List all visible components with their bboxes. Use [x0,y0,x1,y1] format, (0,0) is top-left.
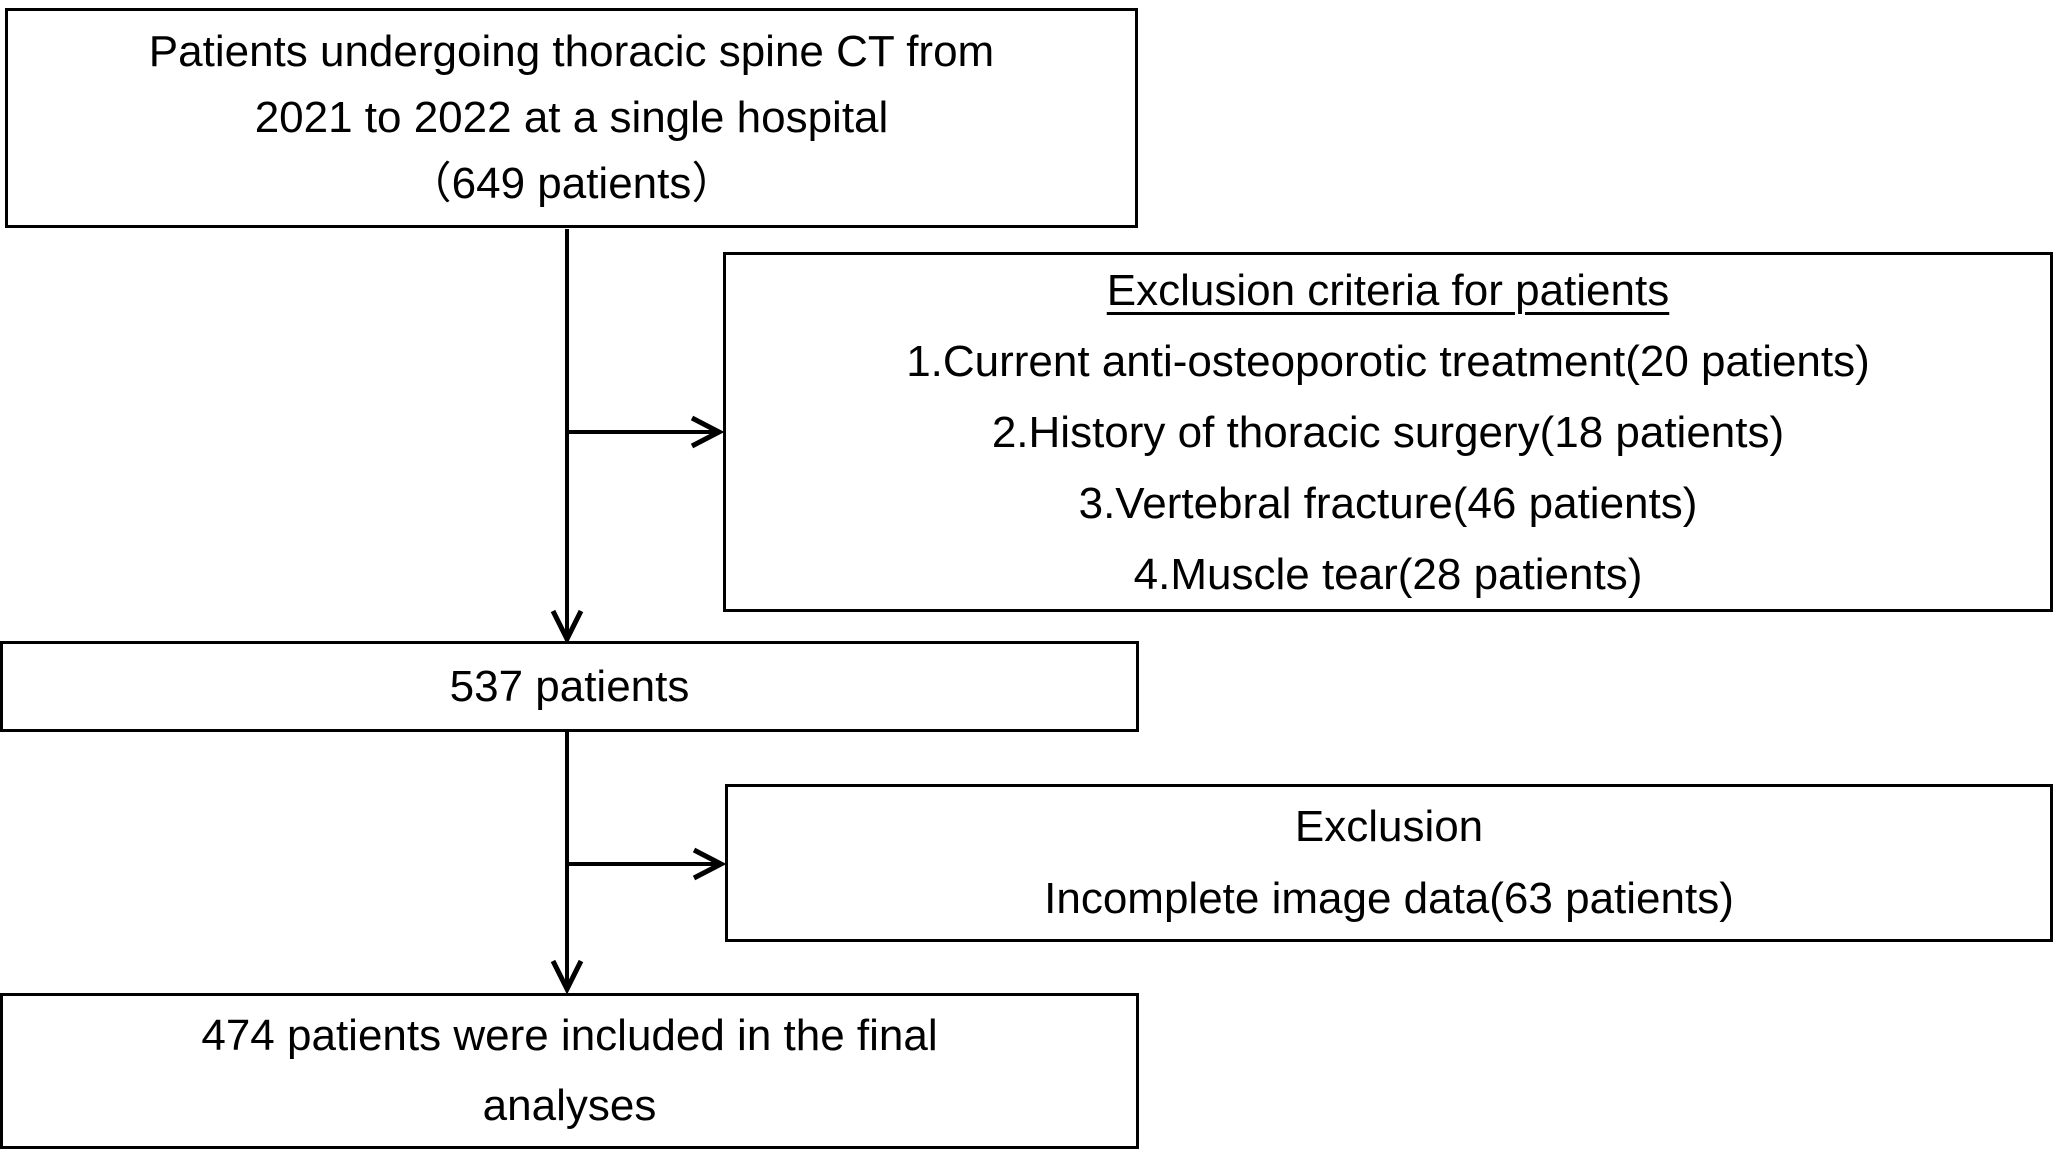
arrow-down-to-537-box [550,229,584,645]
exclusion-criteria-box: Exclusion criteria for patients 1.Curren… [723,252,2053,612]
arrow-right-to-exclusion-incomplete-box [567,847,727,881]
initial-cohort-box: Patients undergoing thoracic spine CT fr… [5,8,1138,228]
initial-cohort-line: Patients undergoing thoracic spine CT fr… [148,27,995,76]
exclusion-criteria-item: 1.Current anti-osteoporotic treatment(20… [906,336,1870,386]
initial-cohort-count: （649 patients） [407,159,736,208]
arrow-right-to-exclusion-criteria-box [567,415,725,449]
interim-count-box: 537 patients [0,641,1139,732]
exclusion-criteria-item: 4.Muscle tear(28 patients) [1133,549,1643,599]
final-analysis-line: analyses [482,1081,657,1130]
exclusion-incomplete-box: Exclusion Incomplete image data(63 patie… [725,784,2053,942]
exclusion-criteria-title: Exclusion criteria for patients [1106,265,1670,315]
initial-cohort-line: 2021 to 2022 at a single hospital [254,93,889,142]
interim-count-label: 537 patients [449,661,690,711]
arrow-down-to-final-box [550,732,584,995]
exclusion-criteria-item: 2.History of thoracic surgery(18 patient… [991,407,1785,457]
final-analysis-box: 474 patients were included in the final … [0,993,1139,1149]
exclusion-incomplete-title: Exclusion [1294,802,1484,851]
final-analysis-line: 474 patients were included in the final [201,1011,938,1060]
exclusion-criteria-item: 3.Vertebral fracture(46 patients) [1078,478,1698,528]
exclusion-incomplete-detail: Incomplete image data(63 patients) [1044,874,1734,923]
